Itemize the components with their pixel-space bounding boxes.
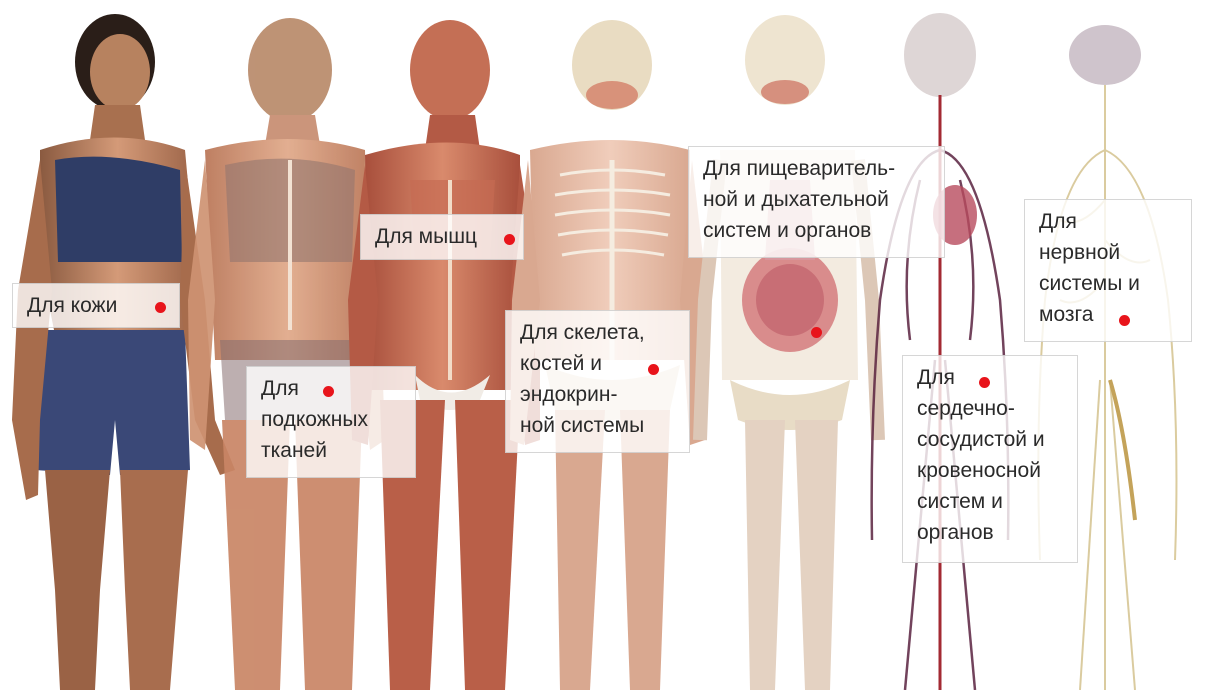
label-muscles: Для мышц: [360, 214, 524, 260]
figure-digestive: [700, 15, 878, 690]
marker-dot-icon: [648, 364, 659, 375]
label-nervous: Для нервной системы и мозга: [1024, 199, 1192, 342]
marker-dot-icon: [979, 377, 990, 388]
marker-dot-icon: [504, 234, 515, 245]
label-cardio: Для сердечно- сосудистой и кровеносной с…: [902, 355, 1078, 563]
marker-dot-icon: [323, 386, 334, 397]
label-skeleton: Для скелета, костей и эндокрин- ной сист…: [505, 310, 690, 453]
figure-cardio: [872, 13, 1009, 690]
marker-dot-icon: [155, 302, 166, 313]
marker-dot-icon: [811, 327, 822, 338]
label-subcutaneous: Для подкожных тканей: [246, 366, 416, 478]
label-digestive: Для пищеваритель- ной и дыхательной сист…: [688, 146, 945, 258]
label-skin: Для кожи: [12, 283, 180, 328]
marker-dot-icon: [1119, 315, 1130, 326]
